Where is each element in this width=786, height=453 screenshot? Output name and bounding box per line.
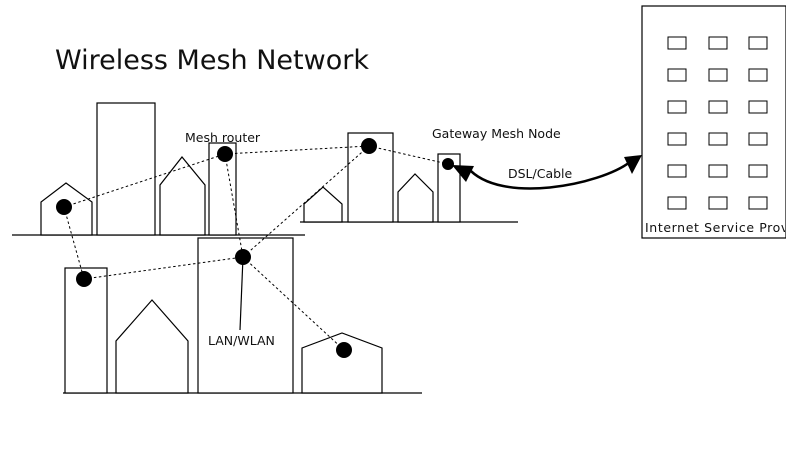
mesh-router-node (217, 146, 233, 162)
mesh-link (224, 145, 370, 155)
house-upper-right (397, 173, 434, 223)
isp-label-clip: Internet Service Provider (645, 220, 786, 235)
tower-upper-left (96, 102, 156, 236)
house-upper-middle (159, 156, 206, 236)
gateway-building (437, 153, 461, 223)
mesh-link (368, 145, 449, 165)
lan-link (239, 256, 244, 331)
arrowhead-left-icon (452, 165, 474, 182)
dsl-cable-connection (467, 161, 631, 190)
mesh-node (56, 199, 72, 215)
mesh-link (83, 256, 244, 280)
isp-windows (667, 36, 768, 210)
mesh-link (63, 206, 85, 280)
label-isp: Internet Service Provider (645, 220, 786, 235)
mesh-node (76, 271, 92, 287)
gateway-mesh-node (442, 158, 454, 170)
mesh-node (361, 138, 377, 154)
house-lower-left (115, 299, 189, 394)
mesh-node (235, 249, 251, 265)
house-small-right (303, 186, 343, 223)
house-lower-right (301, 332, 383, 394)
mesh-link (224, 153, 244, 258)
label-dsl-cable: DSL/Cable (508, 166, 573, 181)
arrowhead-right-icon (624, 155, 642, 174)
label-gateway-mesh-node: Gateway Mesh Node (432, 126, 561, 141)
mesh-node (336, 342, 352, 358)
diagram-title: Wireless Mesh Network (55, 45, 369, 76)
building-lower-left (64, 267, 108, 394)
label-lan-wlan: LAN/WLAN (208, 333, 275, 348)
label-mesh-router: Mesh router (185, 130, 261, 145)
mesh-link (63, 153, 226, 208)
